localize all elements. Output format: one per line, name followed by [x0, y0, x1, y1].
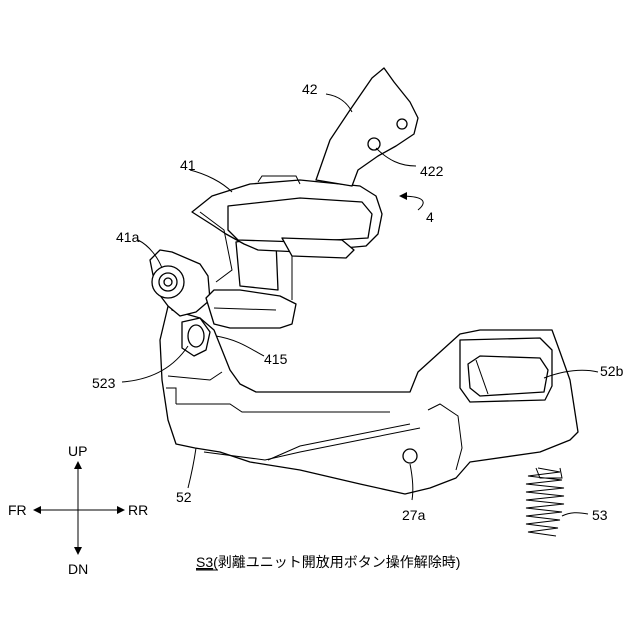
label-52b: 52b — [600, 363, 624, 379]
direction-up-label: UP — [68, 443, 87, 459]
assembly-4-arrow — [400, 196, 423, 210]
label-42: 42 — [302, 81, 318, 97]
caption-text: (剥離ユニット開放用ボタン操作解除時) — [213, 554, 460, 570]
hook-41 — [192, 176, 382, 282]
hole-27a — [403, 449, 417, 463]
direction-front-label: FR — [8, 502, 27, 518]
caption-code: S3 — [196, 554, 213, 570]
label-41: 41 — [180, 157, 196, 173]
label-4: 4 — [426, 209, 434, 225]
button-52b — [460, 338, 552, 402]
label-41a: 41a — [116, 229, 140, 245]
label-523: 523 — [92, 375, 116, 391]
spring-53 — [526, 468, 564, 536]
label-52: 52 — [176, 489, 192, 505]
arm-42 — [316, 68, 418, 186]
label-415: 415 — [264, 351, 288, 367]
direction-down-label: DN — [68, 561, 88, 577]
direction-compass: UP DN FR RR — [8, 443, 148, 577]
label-27a: 27a — [402, 507, 426, 523]
pin-41a — [152, 266, 184, 298]
figure-caption: S3(剥離ユニット開放用ボタン操作解除時) — [196, 554, 460, 570]
label-422: 422 — [420, 163, 444, 179]
direction-rear-label: RR — [128, 502, 148, 518]
label-53: 53 — [592, 507, 608, 523]
svg-text:S3(剥離ユニット開放用ボタン操作解除時): S3(剥離ユニット開放用ボタン操作解除時) — [196, 554, 460, 570]
